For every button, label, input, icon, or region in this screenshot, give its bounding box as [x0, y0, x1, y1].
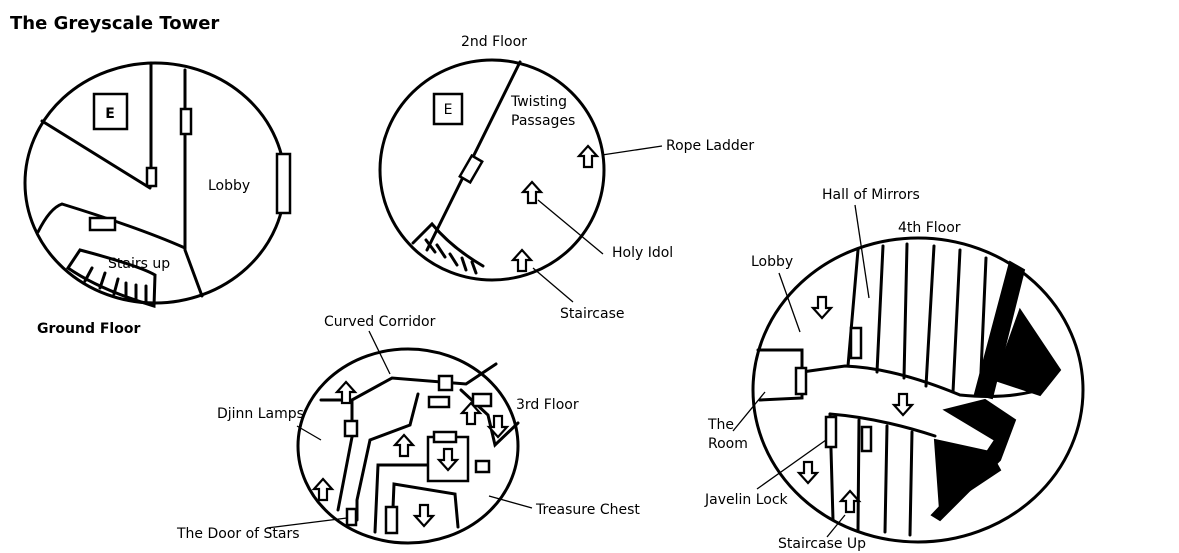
- door: [179, 107, 193, 136]
- door: [860, 425, 873, 453]
- stairs-up-area: [65, 248, 157, 308]
- stair-steps: [424, 238, 478, 275]
- rope-ladder-arrow: [577, 144, 599, 169]
- ground-wall: [36, 202, 187, 250]
- third-wall: [355, 392, 420, 522]
- ground-floor: E Lobby Stairs up Ground Floor: [23, 61, 292, 337]
- lobby-label: Lobby: [751, 254, 793, 270]
- fourth-floor: Hall of Mirrors 4th Floor Lobby The Room…: [704, 187, 1085, 552]
- staircase-up-label: Staircase Up: [778, 536, 866, 552]
- stair-steps: [83, 266, 148, 303]
- pointer-line: [756, 439, 827, 490]
- fourth-wall: [846, 248, 860, 368]
- pointer-line: [296, 425, 322, 441]
- fourth-wall: [924, 244, 936, 388]
- pointer-line: [854, 204, 870, 299]
- down-arrow: [811, 295, 833, 320]
- pointer-line: [778, 272, 801, 333]
- fourth-wall: [908, 430, 914, 537]
- treasure-chest-label: Treasure Chest: [535, 502, 640, 518]
- the-room-label-1: The: [707, 417, 734, 433]
- fourth-wall: [951, 248, 962, 394]
- second-floor: E 2nd Floor Twisting Passages Rope Ladde…: [378, 34, 754, 322]
- door: [437, 374, 454, 392]
- door: [88, 216, 117, 232]
- ground-wall: [40, 119, 152, 190]
- curved-corridor-label: Curved Corridor: [324, 314, 436, 330]
- djinn-lamps-label: Djinn Lamps: [217, 406, 304, 422]
- door: [471, 392, 493, 408]
- down-arrow: [797, 460, 819, 485]
- door: [343, 419, 359, 438]
- dark-passage: [933, 438, 1002, 512]
- fourth-wall: [828, 412, 937, 438]
- staircase-arrow: [511, 248, 533, 273]
- door: [145, 166, 158, 188]
- twisting-passages-label-1: Twisting: [510, 94, 567, 110]
- pointer-line: [266, 517, 348, 529]
- rope-ladder-label: Rope Ladder: [666, 138, 754, 154]
- door: [345, 507, 358, 527]
- fourth-wall: [800, 364, 1047, 398]
- second-wall: [411, 221, 485, 268]
- second-floor-outline: [378, 58, 606, 282]
- down-arrow: [413, 503, 435, 528]
- door: [427, 395, 451, 409]
- door: [458, 153, 484, 185]
- door: [432, 430, 458, 444]
- second-floor-label: 2nd Floor: [461, 34, 527, 50]
- door: [474, 459, 491, 474]
- door: [275, 152, 292, 215]
- ground-floor-label: Ground Floor: [37, 321, 140, 337]
- pointer-line: [601, 145, 663, 156]
- third-wall: [373, 463, 433, 534]
- hall-of-mirrors-label: Hall of Mirrors: [822, 187, 920, 203]
- up-arrow: [393, 433, 415, 458]
- pointer-line: [488, 495, 533, 509]
- up-arrow: [312, 477, 334, 502]
- down-arrow: [892, 392, 914, 417]
- elevator-box: [432, 92, 464, 126]
- dark-passage: [930, 398, 1017, 522]
- elevator-label: E: [444, 102, 453, 118]
- door: [824, 415, 838, 449]
- pointer-line: [368, 330, 391, 375]
- javelin-lock-label: Javelin Lock: [704, 492, 789, 508]
- staircase-label: Staircase: [560, 306, 624, 322]
- third-floor-outline: [296, 347, 520, 545]
- stairs-up-label: Stairs up: [108, 256, 170, 272]
- pointer-line: [532, 267, 574, 303]
- elevator-label: E: [105, 106, 115, 122]
- door-of-stars-label: The Door of Stars: [176, 526, 300, 542]
- dark-passage: [973, 260, 1026, 400]
- ground-wall: [183, 68, 204, 298]
- dark-passage: [993, 307, 1062, 397]
- door: [794, 366, 808, 396]
- fourth-wall: [875, 244, 885, 374]
- lobby-label: Lobby: [208, 178, 250, 194]
- fourth-wall: [856, 418, 861, 532]
- pointer-line: [537, 199, 604, 255]
- door: [384, 505, 399, 535]
- fourth-wall: [902, 242, 909, 380]
- the-room-label-2: Room: [708, 436, 748, 452]
- pointer-line: [732, 391, 766, 432]
- pointer-line: [826, 514, 846, 538]
- fourth-wall: [883, 424, 889, 534]
- map-title: The Greyscale Tower: [10, 13, 219, 34]
- twisting-passages-label-2: Passages: [511, 113, 575, 129]
- elevator-box: [92, 92, 129, 131]
- fourth-floor-label: 4th Floor: [898, 220, 961, 236]
- fourth-floor-outline: [751, 236, 1085, 544]
- door: [849, 326, 863, 360]
- third-floor-label: 3rd Floor: [516, 397, 579, 413]
- holy-idol-label: Holy Idol: [612, 245, 673, 261]
- third-wall: [336, 435, 354, 512]
- staircase-up-arrow: [839, 489, 861, 514]
- third-floor: Curved Corridor Djinn Lamps 3rd Floor Th…: [176, 314, 640, 545]
